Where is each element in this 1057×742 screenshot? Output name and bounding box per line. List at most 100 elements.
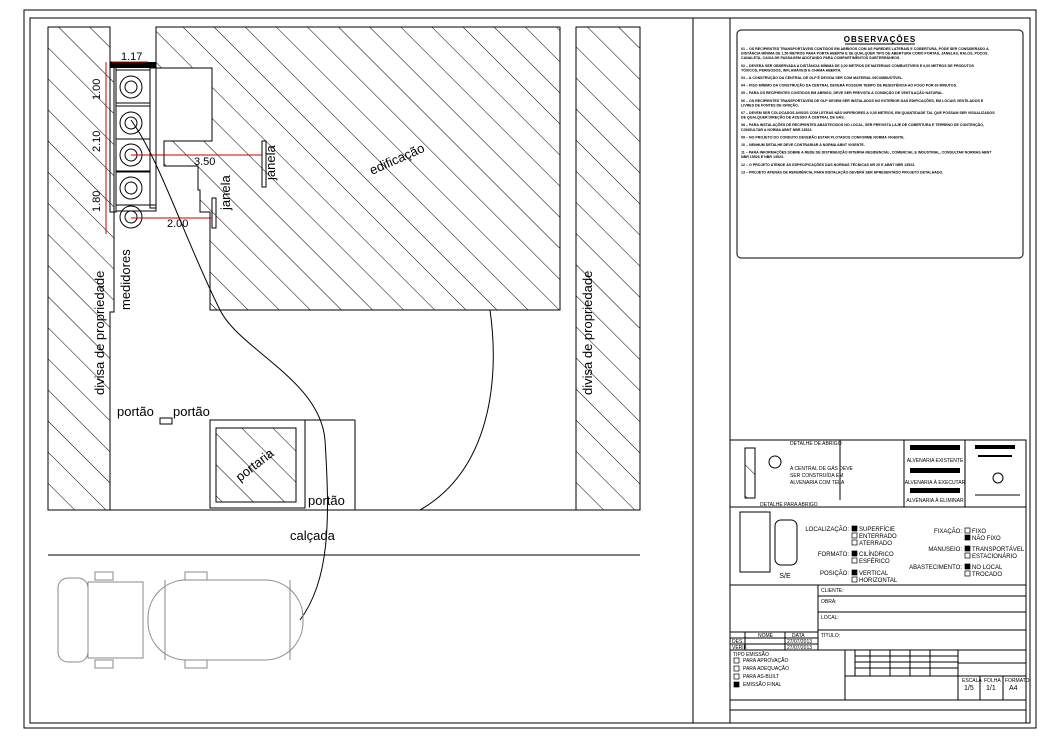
option-fixacao: NÃO FIXO [972, 535, 1001, 542]
site-plan: edificação medidores divisa de proprieda… [47, 26, 641, 669]
option-localizacao: ENTERRADO [859, 534, 897, 540]
field-escala-value: 1/5 [964, 685, 974, 692]
option-abastecimento: TROCADO [972, 572, 1002, 578]
dim-210: 2.10 [91, 131, 103, 152]
dimension-lines [105, 61, 262, 234]
sheet-border [23, 9, 1037, 729]
checkbox-abastecimento[interactable] [964, 563, 971, 570]
label-divisa-left: divisa de propriedade [92, 271, 107, 395]
dates-verif: VERIF. [732, 645, 748, 651]
option-abastecimento: NO LOCAL [972, 565, 1003, 571]
dates-verif-date: 27/07/2013 [787, 645, 812, 651]
spec-label-fixacao: FIXAÇÃO: [934, 528, 962, 535]
legend-existente: ALVENARIA EXISTENTE [907, 458, 964, 464]
option-tipo-emissao: PARA AS-BUILT [743, 674, 779, 680]
gas-truck [57, 571, 304, 669]
option-manuseio: ESTACIONÁRIO [972, 553, 1017, 560]
option-formato: ESFÉRICO [859, 558, 890, 565]
observacao-item: 10 – NENHUM DETALHE DEVE CONTRARIAR A NO… [741, 143, 865, 147]
checkbox-posicao[interactable] [851, 569, 858, 576]
gate-swing-arc [419, 309, 494, 511]
tipo-emissao-title: TIPO EMISSÃO [733, 651, 769, 658]
svg-text:SER CONSTRUÍDA EM: SER CONSTRUÍDA EM [790, 472, 843, 479]
label-medidores: medidores [118, 249, 133, 310]
label-divisa-right: divisa de propriedade [580, 271, 595, 395]
dates-des: DES. [732, 639, 744, 645]
checkbox-fixacao[interactable] [964, 527, 971, 534]
option-posicao: HORIZONTAL [859, 578, 898, 584]
checkbox-manuseio[interactable] [964, 545, 971, 552]
svg-text:DETALHE DE ABRIGO: DETALHE DE ABRIGO [790, 441, 842, 447]
observacao-item: 02 – DEVERÁ SER OBSERVADA A DISTÂNCIA MÍ… [741, 63, 974, 73]
dim-100: 1.00 [91, 79, 103, 100]
meter-cylinders [115, 69, 151, 229]
observacao-item: 09 – NO PROJETO DO CONDUTO DEVERÃO ESTAR… [741, 134, 905, 139]
spec-label-abastecimento: ABASTECIMENTO: [909, 565, 962, 571]
detail-caption: DETALHE PARA ABRIGO [760, 502, 818, 508]
option-tipo-emissao: PARA APROVAÇÃO [743, 657, 788, 664]
observacao-item: 08 – PARA INSTALAÇÕES DE RECIPIENTES ABA… [741, 122, 984, 132]
checkbox-localizacao[interactable] [851, 539, 858, 546]
checkbox-fixacao[interactable] [964, 534, 971, 541]
label-janela-2: janela [218, 175, 233, 211]
observacao-item: 13 – PROJETO APENAS DE REFERÊNCIA, PARA … [741, 169, 943, 174]
field-local: LOCAL: [821, 615, 839, 621]
field-formato-value: A4 [1009, 685, 1018, 692]
checkbox-localizacao[interactable] [851, 525, 858, 532]
checkbox-formato[interactable] [851, 550, 858, 557]
field-escala-label: ESCALA [962, 678, 982, 684]
svg-text:A CENTRAL DE GÁS DEVE: A CENTRAL DE GÁS DEVE [790, 465, 854, 472]
field-folha-value: 1/1 [986, 685, 996, 692]
option-manuseio: TRANSPORTÁVEL [972, 546, 1025, 553]
option-formato: CILÍNDRICO [859, 551, 894, 558]
observacao-item: 07 – DEVEM SER COLOCADOS AVISOS COM LETR… [741, 110, 995, 120]
observacao-item: 04 – PISO MÍNIMO DA CONSTRUÇÃO DA CENTRA… [741, 83, 957, 88]
label-portao-1: portão [117, 404, 154, 419]
field-titulo: TÍTULO: [821, 632, 840, 639]
checkbox-tipo-emissao[interactable] [733, 681, 740, 688]
dim-200: 2.00 [167, 218, 188, 230]
building-hatch [155, 26, 561, 311]
legend-executar: ALVENARIA À EXECUTAR [905, 479, 966, 486]
field-obra: OBRA: [821, 599, 837, 605]
checkbox-abastecimento[interactable] [964, 570, 971, 577]
dates-data: DATA [792, 633, 805, 639]
dim-350: 3.50 [194, 156, 215, 168]
spec-label-formato: FORMATO: [818, 552, 849, 558]
title-block: DETALHE PARA ABRIGO DETALHE DE ABRIGO A … [729, 439, 1030, 724]
observacao-item: 06 – OS RECIPIENTES TRANSPORTÁVEIS DE GL… [741, 98, 984, 108]
checkbox-formato[interactable] [851, 557, 858, 564]
scale-caption: S/E [779, 573, 791, 580]
dim-180: 1.80 [91, 191, 103, 212]
field-folha-label: FOLHA [984, 678, 1001, 684]
observacao-item: 05 – PARA OS RECIPIENTES CONTIDOS EM ABR… [741, 90, 944, 95]
drawing-border [29, 17, 1031, 724]
label-calcada: calçada [290, 528, 336, 543]
observacoes-title: OBSERVAÇÕES [844, 35, 917, 44]
spec-label-manuseio: MANUSEIO: [928, 547, 962, 553]
observacao-item: 03 – A CONSTRUÇÃO DA CENTRAL DE GLP É DE… [741, 75, 903, 80]
option-tipo-emissao: EMISSÃO FINAL [743, 681, 782, 688]
option-localizacao: ATERRADO [859, 541, 892, 547]
label-portao-3: portão [308, 493, 345, 508]
checkbox-tipo-emissao[interactable] [733, 673, 740, 680]
dim-117: 1.17 [121, 51, 142, 63]
option-localizacao: SUPERFÍCIE [859, 526, 895, 533]
checkbox-tipo-emissao[interactable] [733, 665, 740, 672]
dates-des-date: 27/07/2013 [787, 639, 812, 645]
right-property-hatch [575, 26, 641, 511]
option-tipo-emissao: PARA ADEQUAÇÃO [743, 665, 789, 672]
legend-eliminar: ALVENARIA À ELIMINAR [906, 497, 964, 504]
observacao-item: 12 – O PROJETO ATENDE ÀS ESPECIFICAÇÕES … [741, 162, 915, 167]
observacao-item: 01 – OS RECIPIENTES TRANSPORTÁVEIS CONTI… [741, 46, 989, 60]
checkbox-localizacao[interactable] [851, 532, 858, 539]
observacoes-box: OBSERVAÇÕES 01 – OS RECIPIENTES TRANSPOR… [736, 29, 1024, 259]
checkbox-manuseio[interactable] [964, 552, 971, 559]
spec-label-localizacao: LOCALIZAÇÃO: [805, 526, 849, 533]
checkbox-tipo-emissao[interactable] [733, 657, 740, 664]
portaria-box [209, 419, 306, 509]
checkbox-posicao[interactable] [851, 576, 858, 583]
label-portao-2: portão [173, 404, 210, 419]
window-lower [211, 197, 217, 229]
